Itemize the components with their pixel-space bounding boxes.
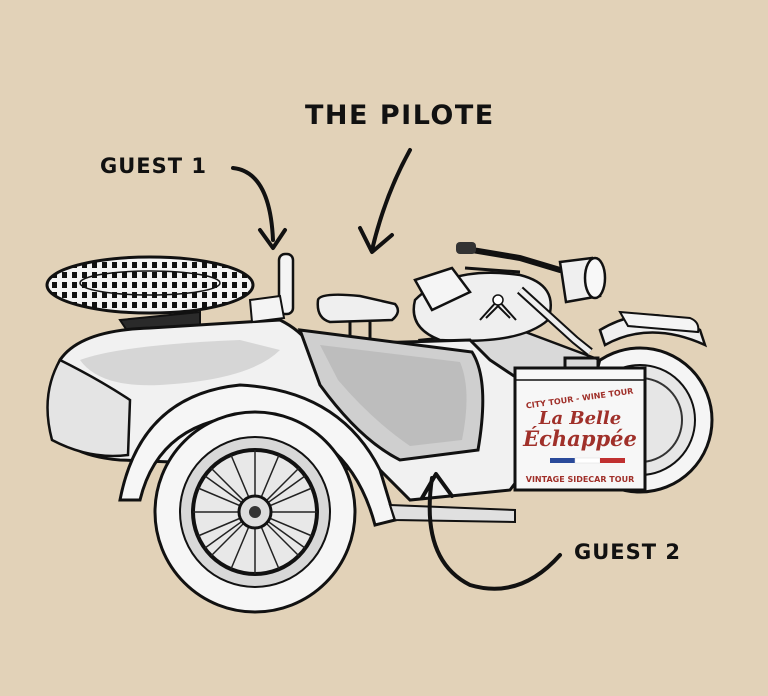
flag-stripe (550, 457, 625, 464)
box-tagline: VINTAGE SIDECAR TOUR (526, 475, 634, 484)
sidecar (45, 252, 527, 614)
pilot-arrow (358, 148, 412, 254)
headlight (558, 256, 607, 304)
pilot-seat (316, 293, 400, 340)
guest2-arrow (420, 472, 562, 591)
handlebar (456, 242, 563, 274)
luggage-box: CITY TOUR - WINE TOUR La Belle Échappée … (513, 356, 647, 492)
guest2-label: GUEST 2 (574, 540, 682, 564)
guest1-label: GUEST 1 (100, 154, 208, 178)
box-brand-line2: Échappée (522, 426, 637, 451)
sidecar-wheel (153, 410, 357, 614)
box-brand-line1: La Belle (538, 408, 621, 429)
spare-tire (45, 255, 255, 315)
guest1-backrest (248, 252, 295, 324)
pilot-label: THE PILOTE (305, 100, 495, 131)
guest1-arrow (231, 166, 287, 250)
